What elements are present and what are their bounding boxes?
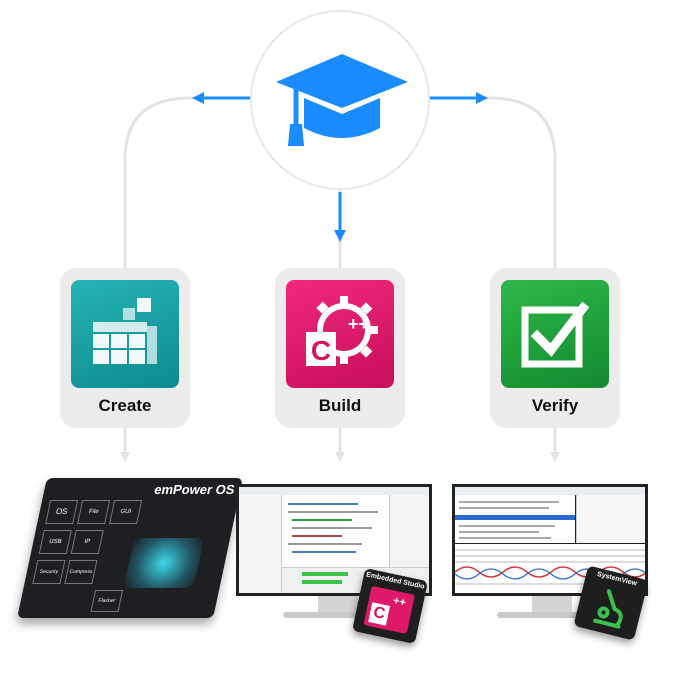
ide-toolbar xyxy=(239,487,429,495)
step-label-verify: Verify xyxy=(531,396,579,415)
modules-cube-icon xyxy=(93,298,157,364)
arrowhead-verify-down xyxy=(550,452,560,462)
cpp-gear-icon: C ++ xyxy=(306,296,378,366)
sv-context-pane xyxy=(576,495,645,543)
badge-c-letter: C xyxy=(368,602,390,626)
module-tile: Security xyxy=(32,560,66,584)
hub-circle xyxy=(250,10,430,190)
board-surface: emPower OS OS File GUI USB IP Security C… xyxy=(17,478,243,618)
monitor-base xyxy=(283,612,393,618)
step-label-create: Create xyxy=(98,396,152,415)
arrowhead-create xyxy=(192,92,204,104)
module-tile: File xyxy=(77,500,111,524)
connector-create xyxy=(123,96,250,268)
systemview-badge: SystemView xyxy=(573,565,649,641)
module-tile: GUI xyxy=(109,500,143,524)
ide-project-pane xyxy=(239,495,282,593)
arrowhead-create-down xyxy=(120,452,130,462)
sv-toolbar xyxy=(455,487,645,495)
module-tile: Flasher xyxy=(90,590,124,612)
badge-plus-plus: ++ xyxy=(391,594,408,610)
step-label-build: Build xyxy=(318,396,362,415)
step-card-verify[interactable]: Verify xyxy=(490,268,620,428)
monitor-stand xyxy=(532,596,572,612)
cpu-glow xyxy=(123,538,205,588)
sv-event-list xyxy=(455,495,575,543)
arrowhead-build-down xyxy=(335,452,345,462)
connector-verify xyxy=(430,96,557,268)
step-card-create[interactable]: Create xyxy=(60,268,190,428)
module-tile: IP xyxy=(70,530,104,554)
build-tile: C ++ xyxy=(286,280,394,388)
empower-title: emPower OS xyxy=(152,482,237,497)
create-tile xyxy=(71,280,179,388)
embedded-studio-badge: Embedded Studio C ++ xyxy=(352,568,428,644)
monitor-stand xyxy=(318,596,358,612)
verify-tile xyxy=(501,280,609,388)
svg-text:++: ++ xyxy=(348,314,369,334)
svg-text:C: C xyxy=(311,335,331,366)
ide-properties xyxy=(389,495,429,567)
microscope-icon xyxy=(593,589,623,629)
arrowhead-verify xyxy=(476,92,488,104)
graduation-cap-icon xyxy=(276,54,408,146)
step-card-build[interactable]: C ++ Build xyxy=(275,268,405,428)
module-tile: Compress xyxy=(64,560,98,584)
empower-os-board: emPower OS OS File GUI USB IP Security C… xyxy=(17,468,243,628)
checkbox-icon xyxy=(521,301,590,368)
arrowhead-build xyxy=(334,230,346,242)
ide-editor xyxy=(282,495,389,567)
module-tile: OS xyxy=(45,500,79,524)
module-tile: USB xyxy=(38,530,72,554)
monitor-base xyxy=(497,612,607,618)
